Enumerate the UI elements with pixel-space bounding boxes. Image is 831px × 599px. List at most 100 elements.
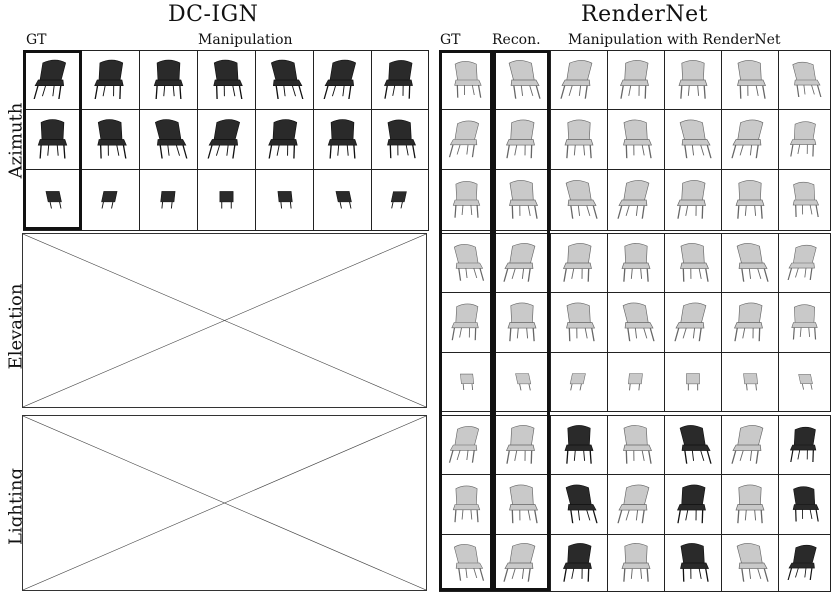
dcign-cell — [313, 109, 372, 170]
dcign-manipulation-header: Manipulation — [198, 32, 293, 48]
rendernet-cell — [550, 169, 608, 231]
rendernet-cell — [439, 169, 494, 231]
dcign-lighting-placeholder — [22, 415, 427, 591]
chair-thumbnail-icon — [628, 373, 643, 391]
rendernet-gt-header: GT — [440, 32, 461, 48]
rendernet-cell — [550, 50, 608, 110]
chair-thumbnail-icon — [735, 484, 765, 524]
chair-thumbnail-icon — [268, 119, 298, 159]
dcign-cell — [139, 109, 198, 170]
rendernet-cell — [778, 415, 831, 475]
rendernet-cell — [493, 474, 551, 535]
dcign-cell — [371, 169, 429, 231]
chair-thumbnail-icon — [792, 181, 820, 218]
rendernet-cell — [778, 109, 831, 170]
chair-thumbnail-icon — [515, 373, 532, 391]
dcign-cell — [371, 109, 429, 170]
chair-thumbnail-icon — [503, 543, 536, 582]
chair-thumbnail-icon — [619, 60, 649, 99]
rendernet-cell — [664, 50, 722, 110]
rendernet-cell — [664, 534, 722, 592]
rendernet-cell — [439, 233, 494, 293]
rendernet-cell — [664, 109, 722, 170]
rendernet-title: RenderNet — [581, 2, 708, 27]
chair-thumbnail-icon — [731, 425, 764, 464]
rendernet-cell — [664, 292, 722, 353]
chair-thumbnail-icon — [789, 426, 817, 463]
chair-thumbnail-icon — [622, 302, 655, 342]
dcign-title: DC-IGN — [168, 2, 259, 27]
rendernet-cell — [721, 415, 779, 475]
chair-thumbnail-icon — [509, 484, 539, 524]
chair-thumbnail-icon — [270, 59, 304, 100]
chair-thumbnail-icon — [562, 543, 592, 582]
dcign-cell — [81, 109, 140, 170]
chair-thumbnail-icon — [387, 119, 417, 159]
chair-thumbnail-icon — [678, 60, 708, 99]
chair-thumbnail-icon — [153, 59, 184, 100]
rendernet-cell — [439, 534, 494, 592]
dcign-cell — [23, 109, 82, 170]
rendernet-cell — [439, 109, 494, 170]
chair-thumbnail-icon — [452, 485, 481, 523]
cross-placeholder-icon — [23, 234, 426, 407]
rendernet-cell — [439, 415, 494, 475]
rendernet-cell — [721, 169, 779, 231]
chair-thumbnail-icon — [560, 60, 593, 99]
rendernet-cell — [607, 169, 665, 231]
rendernet-cell — [550, 233, 608, 293]
chair-thumbnail-icon — [789, 121, 817, 157]
rendernet-cell — [664, 169, 722, 231]
chair-thumbnail-icon — [508, 60, 541, 99]
chair-thumbnail-icon — [460, 373, 475, 390]
rendernet-cell — [664, 415, 722, 475]
chair-thumbnail-icon — [787, 244, 817, 281]
dcign-cell — [313, 50, 372, 110]
chair-thumbnail-icon — [674, 302, 707, 342]
dcign-cell — [23, 169, 82, 231]
rendernet-cell — [778, 534, 831, 592]
rendernet-cell — [721, 50, 779, 110]
chair-thumbnail-icon — [736, 543, 769, 582]
chair-thumbnail-icon — [623, 119, 653, 159]
rendernet-cell — [607, 50, 665, 110]
chair-thumbnail-icon — [45, 191, 62, 209]
chair-thumbnail-icon — [160, 191, 176, 209]
chair-thumbnail-icon — [277, 191, 293, 209]
rendernet-cell — [778, 233, 831, 293]
chair-thumbnail-icon — [335, 191, 352, 209]
chair-thumbnail-icon — [792, 486, 820, 522]
chair-thumbnail-icon — [676, 484, 706, 524]
chair-thumbnail-icon — [791, 304, 818, 340]
chair-thumbnail-icon — [787, 544, 817, 581]
chair-thumbnail-icon — [327, 119, 358, 159]
dcign-cell — [81, 50, 140, 110]
chair-thumbnail-icon — [792, 61, 822, 98]
chair-thumbnail-icon — [569, 373, 586, 391]
rendernet-cell — [493, 109, 551, 170]
chair-thumbnail-icon — [743, 373, 758, 391]
chair-thumbnail-icon — [154, 119, 188, 159]
chair-thumbnail-icon — [219, 191, 234, 209]
dcign-cell — [371, 50, 429, 110]
chair-thumbnail-icon — [736, 243, 769, 282]
chair-thumbnail-icon — [507, 302, 537, 342]
rendernet-manipulation-header: Manipulation with RenderNet — [568, 32, 781, 48]
rendernet-cell — [493, 169, 551, 231]
rendernet-cell — [607, 292, 665, 353]
rendernet-cell — [721, 233, 779, 293]
chair-thumbnail-icon — [735, 180, 765, 219]
chair-thumbnail-icon — [617, 484, 650, 524]
rendernet-cell — [664, 352, 722, 412]
dcign-cell — [81, 169, 140, 231]
rendernet-cell — [493, 233, 551, 293]
rendernet-cell — [721, 474, 779, 535]
chair-thumbnail-icon — [564, 425, 594, 464]
rendernet-cell — [721, 534, 779, 592]
rendernet-cell — [778, 352, 831, 412]
dcign-elevation-placeholder — [22, 233, 427, 408]
rendernet-cell — [664, 233, 722, 293]
dcign-cell — [255, 109, 314, 170]
rendernet-cell — [607, 109, 665, 170]
chair-thumbnail-icon — [33, 59, 67, 100]
